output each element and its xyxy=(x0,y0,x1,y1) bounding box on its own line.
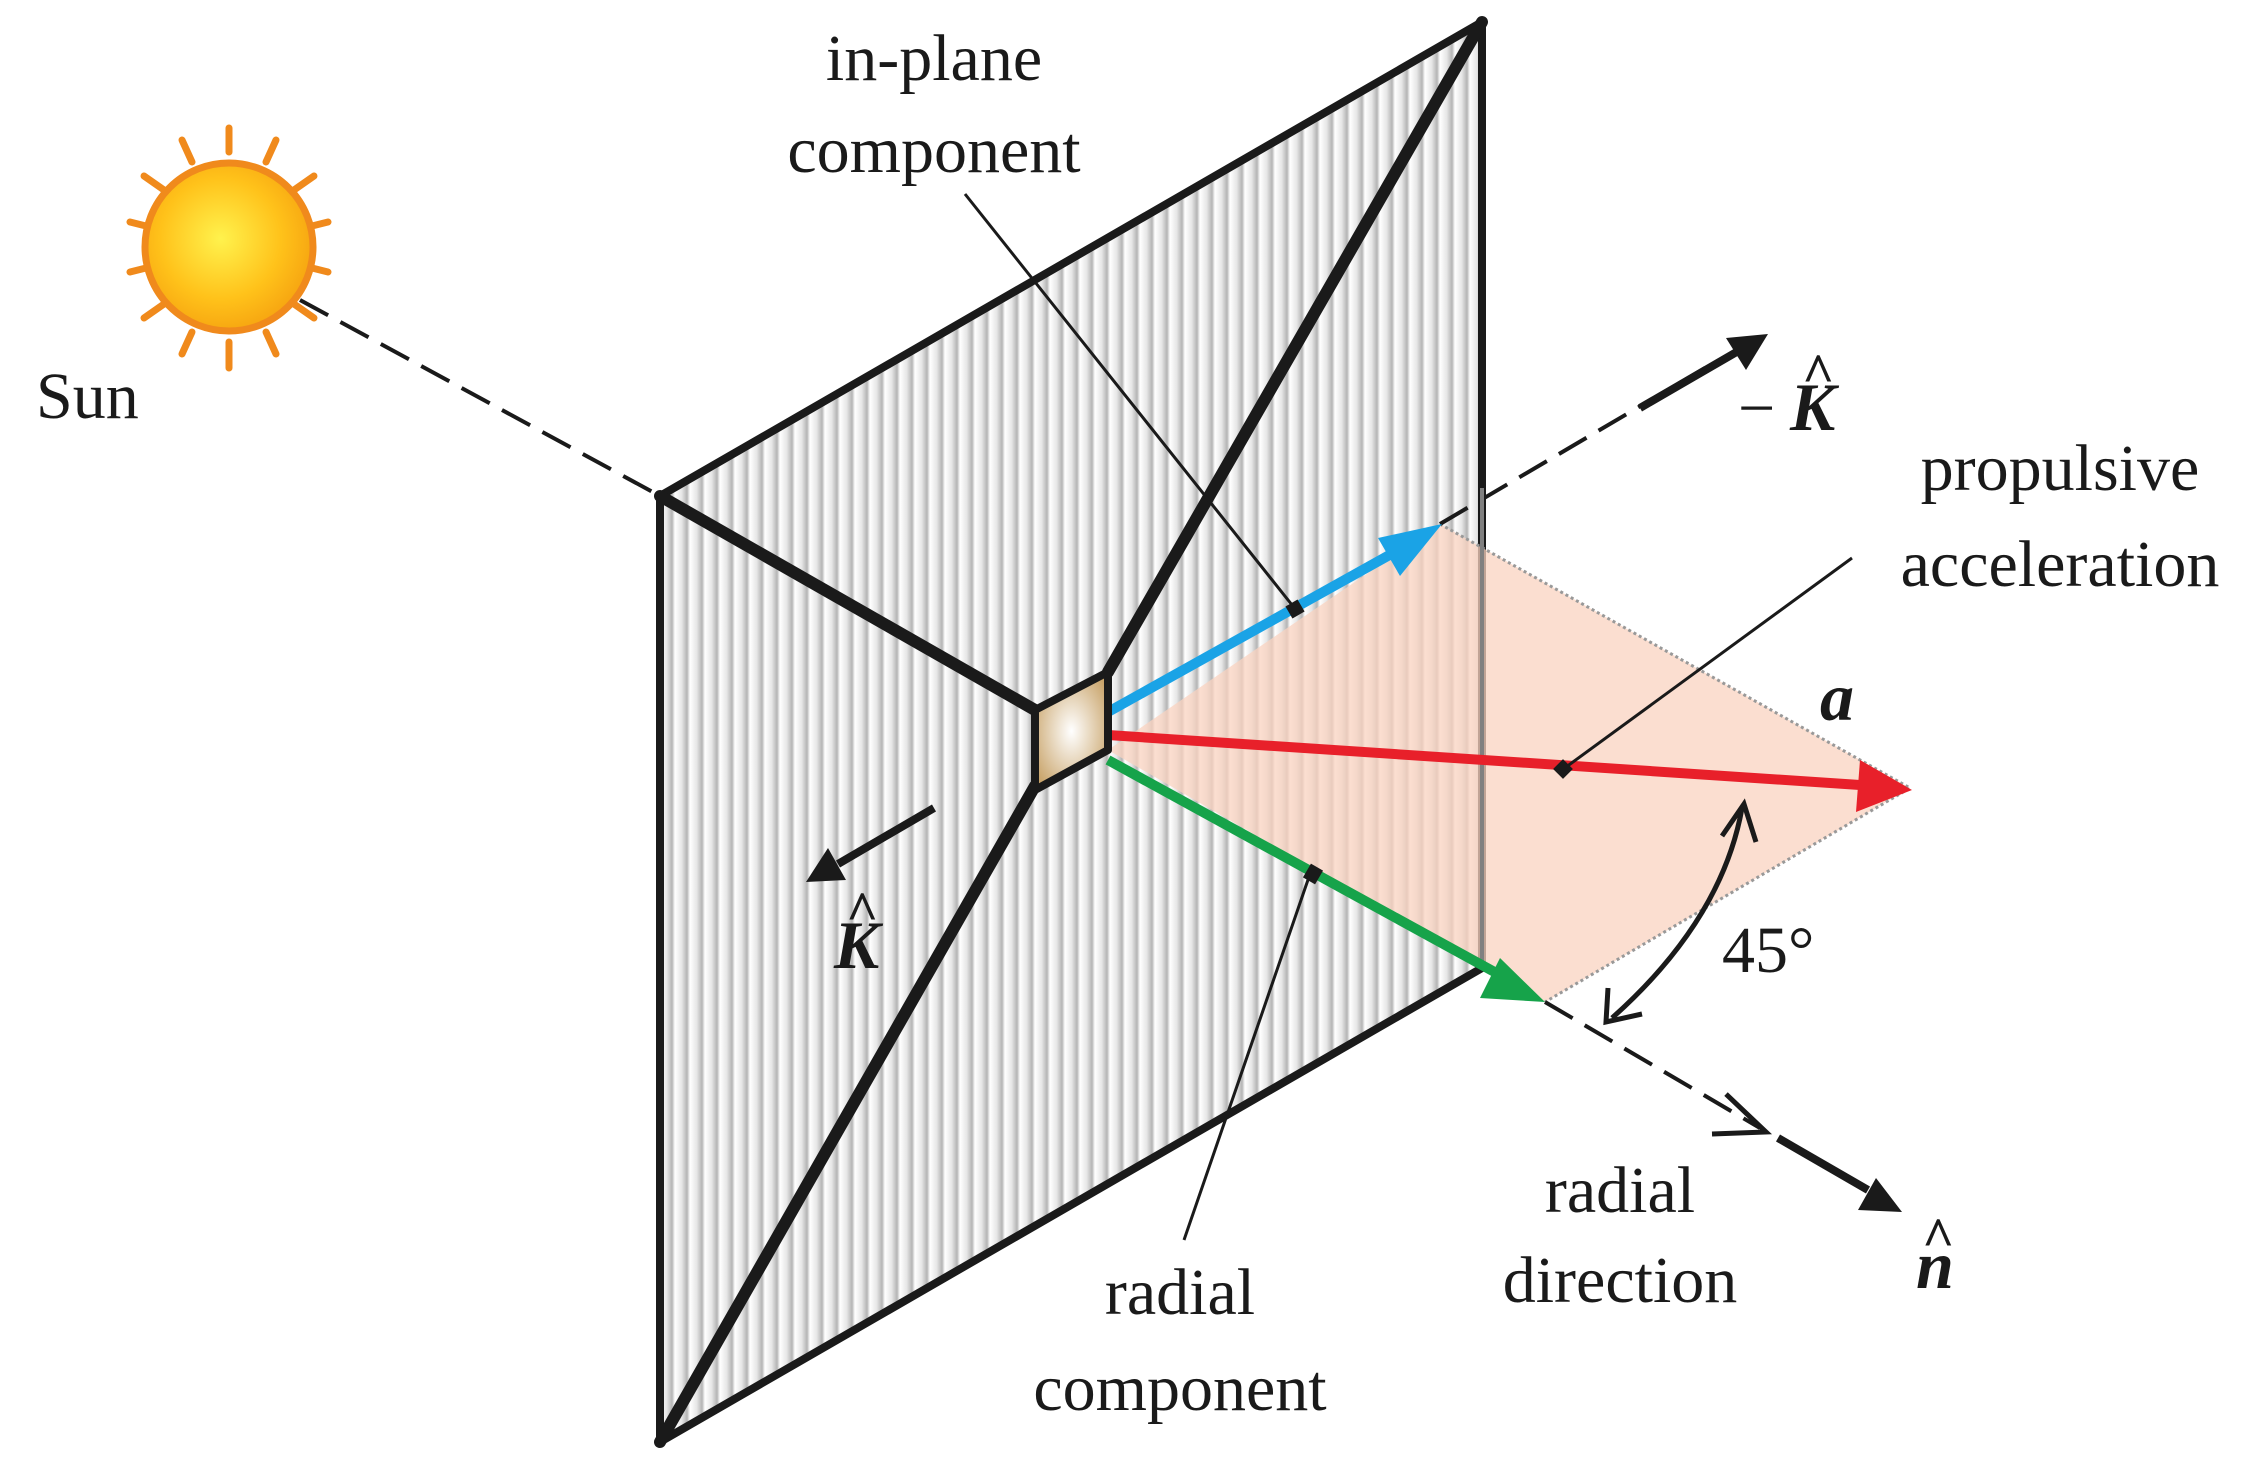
minus-k-sign: − xyxy=(1738,372,1775,445)
acceleration-vector xyxy=(1107,730,1861,790)
acceleration-vector-arrowhead xyxy=(1856,760,1912,812)
minus-k-arrowhead xyxy=(1726,334,1768,370)
k-hat-arrowhead xyxy=(806,848,846,882)
n-hat-arrow-shaft xyxy=(1775,1134,1871,1194)
sun-line xyxy=(299,298,661,498)
radial-axis-open-arrowhead xyxy=(1711,1092,1773,1137)
n-hat: ^ xyxy=(1922,1207,1955,1269)
radial-vector xyxy=(1105,755,1503,980)
sun-label: Sun xyxy=(36,360,139,433)
radial-component-label-line2: component xyxy=(1033,1352,1326,1425)
angle-arc xyxy=(1610,807,1745,1020)
k-hat: ^ xyxy=(846,881,879,943)
radial-axis-line xyxy=(1543,1000,1762,1130)
minus-k-arrow-shaft xyxy=(1637,346,1743,412)
minus-k-letter: K xyxy=(1789,369,1840,445)
angle-arc-arrowhead-top xyxy=(1719,798,1759,843)
leader-lines xyxy=(963,193,1853,1241)
acceleration-leader-tick xyxy=(1553,759,1573,779)
angle-label: 45° xyxy=(1722,914,1814,987)
radial-direction-label-line2: direction xyxy=(1503,1244,1738,1317)
propulsive-label-line2: acceleration xyxy=(1901,528,2220,601)
angle-arc-arrowhead-bottom xyxy=(1603,987,1643,1026)
k-hat-arrow-shaft xyxy=(835,804,937,868)
in-plane-vector xyxy=(1105,543,1405,717)
sun-icon xyxy=(126,124,332,372)
radial-vector-arrowhead xyxy=(1480,958,1545,1002)
radial-component-label-line1: radial xyxy=(1105,1256,1255,1329)
in-plane-label-line2: component xyxy=(787,114,1080,187)
acceleration-symbol: a xyxy=(1820,659,1854,735)
minus-k-hat: ^ xyxy=(1802,343,1835,405)
k-letter: K xyxy=(833,907,884,983)
n-hat-arrowhead xyxy=(1858,1178,1902,1212)
in-plane-label-line1: in-plane xyxy=(826,22,1042,95)
sail-booms xyxy=(654,16,1488,1448)
radial-direction-label-line1: radial xyxy=(1545,1154,1695,1227)
in-plane-vector-arrowhead xyxy=(1378,524,1442,576)
in-plane-leader-tick xyxy=(1285,599,1305,619)
n-letter: n xyxy=(1916,1227,1954,1303)
radial-leader-tick xyxy=(1302,863,1324,885)
propulsive-label-line1: propulsive xyxy=(1921,432,2200,505)
sail-hub xyxy=(1031,668,1112,794)
